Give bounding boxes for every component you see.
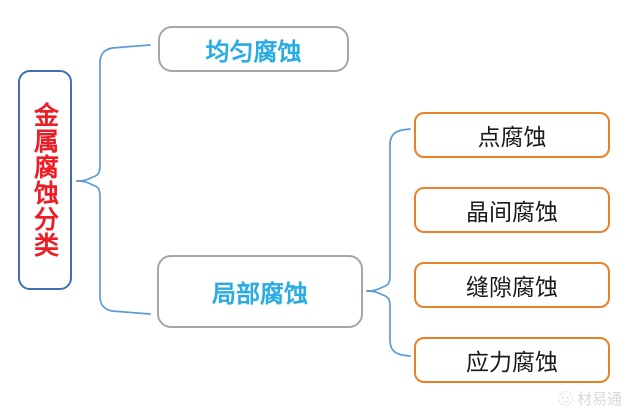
- branch-node-localized-corrosion[interactable]: 局部腐蚀: [157, 255, 363, 328]
- leaf-node-label: 缝隙腐蚀: [466, 275, 558, 301]
- brace-root-lower: [76, 180, 151, 315]
- branch-node-label: 均匀腐蚀: [205, 36, 302, 66]
- brace-root-upper: [76, 44, 151, 182]
- brace-local-lower: [366, 290, 411, 357]
- branch-node-uniform-corrosion[interactable]: 均匀腐蚀: [158, 26, 349, 72]
- circle-logo-icon: [558, 391, 573, 406]
- watermark-text: 材易通: [576, 390, 622, 408]
- leaf-node-stress-corrosion[interactable]: 应力腐蚀: [414, 337, 610, 383]
- leaf-node-label: 点腐蚀: [477, 125, 547, 151]
- brace-local-upper: [366, 128, 411, 292]
- leaf-node-pitting-corrosion[interactable]: 点腐蚀: [414, 112, 610, 158]
- root-node[interactable]: 金属腐蚀分类: [18, 70, 72, 290]
- branch-node-label: 局部腐蚀: [212, 279, 308, 308]
- watermark: 材易通: [557, 388, 622, 409]
- leaf-node-intergranular-corrosion[interactable]: 晶间腐蚀: [414, 187, 610, 233]
- leaf-node-label: 应力腐蚀: [466, 350, 558, 376]
- leaf-node-crevice-corrosion[interactable]: 缝隙腐蚀: [414, 262, 610, 308]
- leaf-node-label: 晶间腐蚀: [466, 200, 558, 226]
- root-node-label: 金属腐蚀分类: [30, 102, 60, 258]
